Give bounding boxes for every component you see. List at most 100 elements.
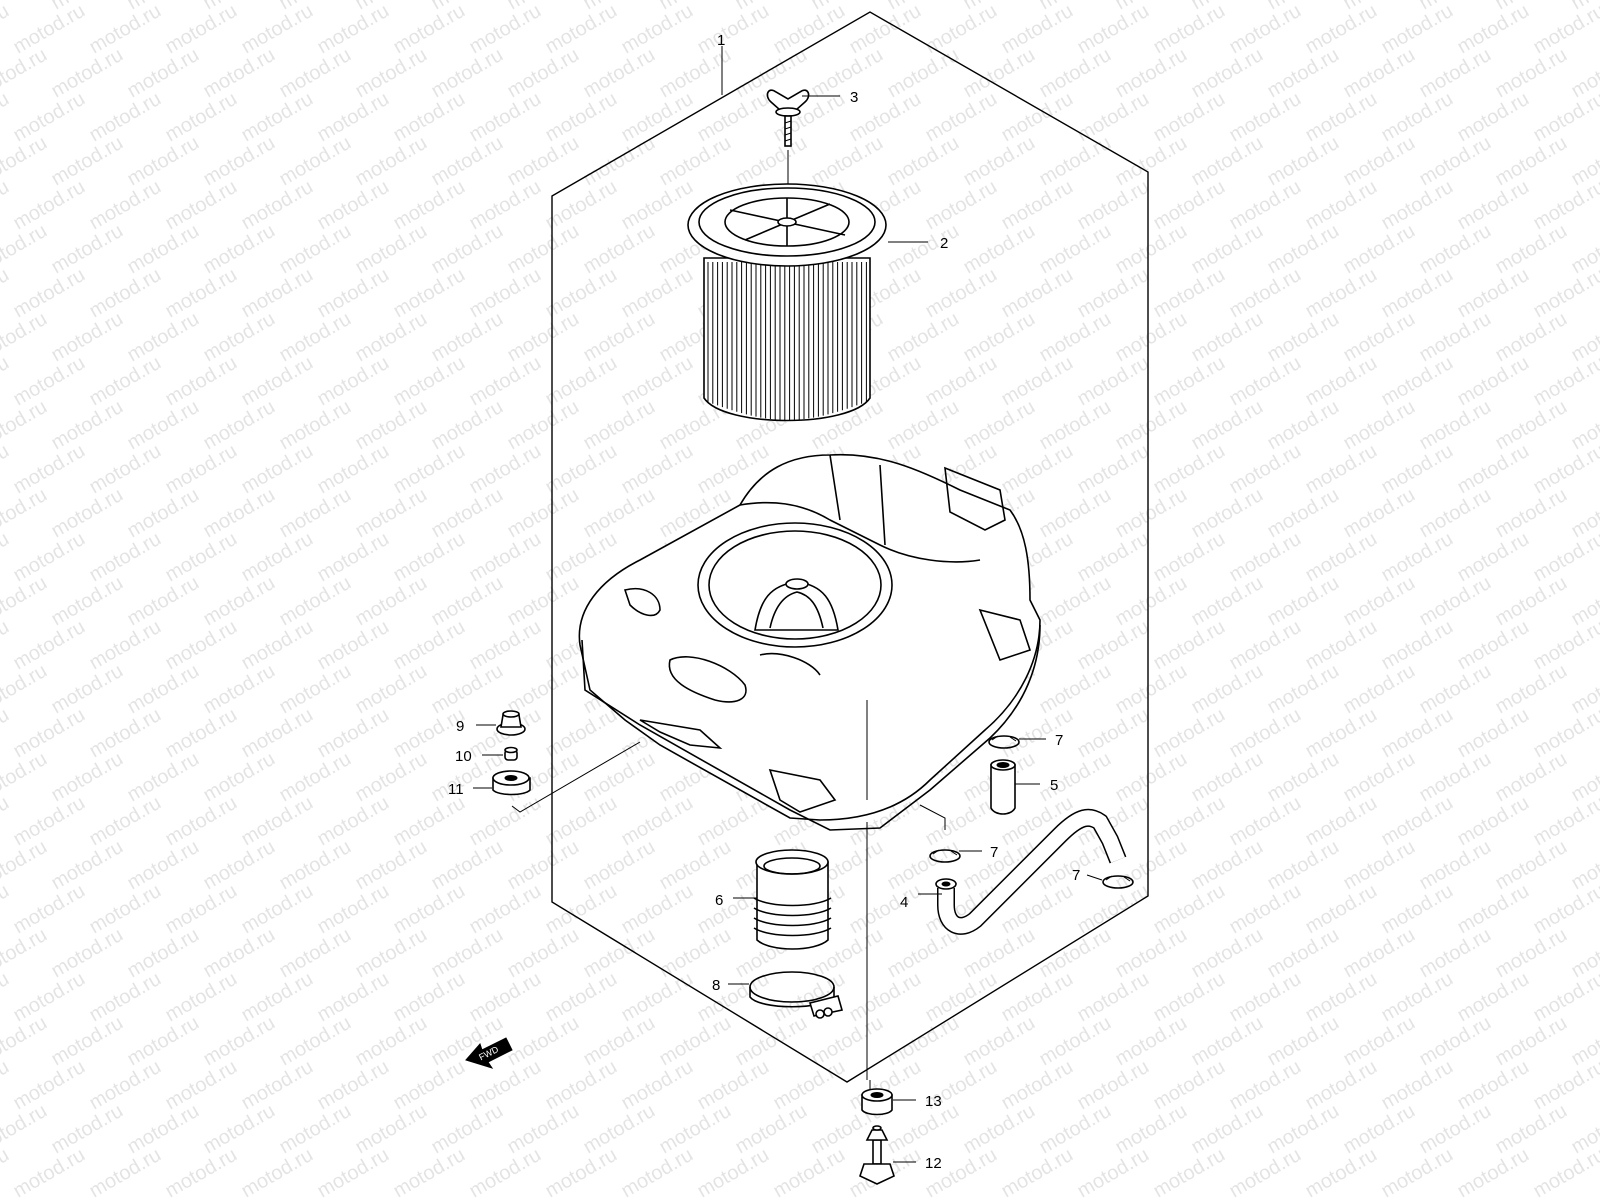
watermark-text: motod.ru — [200, 836, 279, 895]
callout-7-right: 7 — [1072, 867, 1080, 884]
watermark-text: motod.ru — [0, 484, 51, 543]
watermark-text: motod.ru — [1226, 792, 1305, 851]
watermark-text: motod.ru — [0, 352, 13, 411]
watermark-text: motod.ru — [276, 660, 355, 719]
watermark-text: motod.ru — [162, 440, 241, 499]
watermark-text: motod.ru — [124, 572, 203, 631]
watermark-text: motod.ru — [1454, 440, 1533, 499]
watermark-text: motod.ru — [124, 748, 203, 807]
watermark-text: motod.ru — [504, 44, 583, 103]
clip-part-upper — [988, 735, 1020, 749]
watermark-text: motod.ru — [48, 748, 127, 807]
watermark-text: motod.ru — [200, 924, 279, 983]
leader-lines — [473, 95, 1103, 1163]
watermark-text: motod.ru — [0, 0, 13, 58]
watermark-text: motod.ru — [1112, 132, 1191, 191]
watermark-text: motod.ru — [960, 1012, 1039, 1071]
watermark-text: motod.ru — [1226, 352, 1305, 411]
watermark-text: motod.ru — [466, 792, 545, 851]
watermark-text: motod.ru — [504, 132, 583, 191]
watermark-text: motod.ru — [390, 528, 469, 587]
watermark-text: motod.ru — [1074, 616, 1153, 675]
watermark-text: motod.ru — [1492, 484, 1571, 543]
watermark-text: motod.ru — [86, 176, 165, 235]
watermark-text: motod.ru — [1378, 528, 1457, 587]
watermark-text: motod.ru — [656, 1012, 735, 1071]
watermark-text: motod.ru — [314, 616, 393, 675]
watermark-text: motod.ru — [124, 44, 203, 103]
watermark-text: motod.ru — [352, 1012, 431, 1071]
watermark-text: motod.ru — [542, 264, 621, 323]
watermark-text: motod.ru — [276, 748, 355, 807]
assembly-outline — [551, 11, 1149, 1083]
watermark-text: motod.ru — [48, 484, 127, 543]
watermark-text: motod.ru — [998, 264, 1077, 323]
watermark-text: motod.ru — [542, 1056, 621, 1115]
watermark-text: motod.ru — [86, 1056, 165, 1115]
watermark-text: motod.ru — [542, 440, 621, 499]
watermark-text: motod.ru — [580, 836, 659, 895]
watermark-text: motod.ru — [656, 132, 735, 191]
watermark-text: motod.ru — [846, 968, 925, 1027]
watermark-text: motod.ru — [1302, 440, 1381, 499]
watermark-text: motod.ru — [1150, 176, 1229, 235]
watermark-text: motod.ru — [504, 572, 583, 631]
watermark-text: motod.ru — [124, 1100, 203, 1159]
callout-10: 10 — [455, 748, 472, 765]
watermark-text: motod.ru — [1264, 660, 1343, 719]
watermark-text: motod.ru — [1188, 220, 1267, 279]
watermark-text: motod.ru — [1074, 352, 1153, 411]
watermark-text: motod.ru — [1340, 572, 1419, 631]
watermark-text: motod.ru — [352, 748, 431, 807]
watermark-text: motod.ru — [1036, 396, 1115, 455]
watermark-text: motod.ru — [1074, 264, 1153, 323]
watermark-text: motod.ru — [428, 484, 507, 543]
watermark-text: motod.ru — [314, 792, 393, 851]
watermark-text: motod.ru — [390, 1056, 469, 1115]
watermark-text: motod.ru — [0, 1056, 13, 1115]
watermark-text: motod.ru — [238, 1056, 317, 1115]
watermark-text: motod.ru — [124, 396, 203, 455]
watermark-text: motod.ru — [1340, 748, 1419, 807]
watermark-text: motod.ru — [1530, 616, 1600, 675]
watermark-text: motod.ru — [390, 176, 469, 235]
callout-13: 13 — [925, 1093, 942, 1110]
watermark-text: motod.ru — [390, 616, 469, 675]
watermark-text: motod.ru — [238, 88, 317, 147]
watermark-text: motod.ru — [0, 88, 13, 147]
watermark-text: motod.ru — [48, 44, 127, 103]
watermark-text: motod.ru — [580, 308, 659, 367]
watermark-text: motod.ru — [960, 132, 1039, 191]
watermark-text: motod.ru — [238, 528, 317, 587]
watermark-text: motod.ru — [1530, 352, 1600, 411]
watermark-text: motod.ru — [1340, 44, 1419, 103]
watermark-text: motod.ru — [276, 132, 355, 191]
watermark-text: motod.ru — [162, 616, 241, 675]
watermark-text: motod.ru — [0, 660, 51, 719]
watermark-text: motod.ru — [0, 528, 13, 587]
watermark-text: motod.ru — [390, 880, 469, 939]
watermark-text: motod.ru — [1036, 132, 1115, 191]
watermark-text: motod.ru — [200, 308, 279, 367]
watermark-text: motod.ru — [1112, 836, 1191, 895]
watermark-text: motod.ru — [504, 1012, 583, 1071]
watermark-text: motod.ru — [48, 836, 127, 895]
watermark-text: motod.ru — [1150, 616, 1229, 675]
watermark-text: motod.ru — [960, 396, 1039, 455]
watermark-text: motod.ru — [390, 0, 469, 58]
watermark-text: motod.ru — [238, 440, 317, 499]
watermark-text: motod.ru — [1302, 264, 1381, 323]
intake-boot-part — [753, 849, 832, 950]
watermark-text: motod.ru — [1264, 396, 1343, 455]
watermark-text: motod.ru — [1340, 924, 1419, 983]
watermark-text: motod.ru — [1226, 880, 1305, 939]
watermark-text: motod.ru — [48, 924, 127, 983]
watermark-text: motod.ru — [542, 352, 621, 411]
watermark-text: motod.ru — [1416, 484, 1495, 543]
watermark-text: motod.ru — [770, 0, 849, 58]
watermark-text: motod.ru — [466, 264, 545, 323]
watermark-text: motod.ru — [124, 924, 203, 983]
watermark-text: motod.ru — [1416, 748, 1495, 807]
watermark-text: motod.ru — [1074, 704, 1153, 763]
watermark-text: motod.ru — [238, 704, 317, 763]
